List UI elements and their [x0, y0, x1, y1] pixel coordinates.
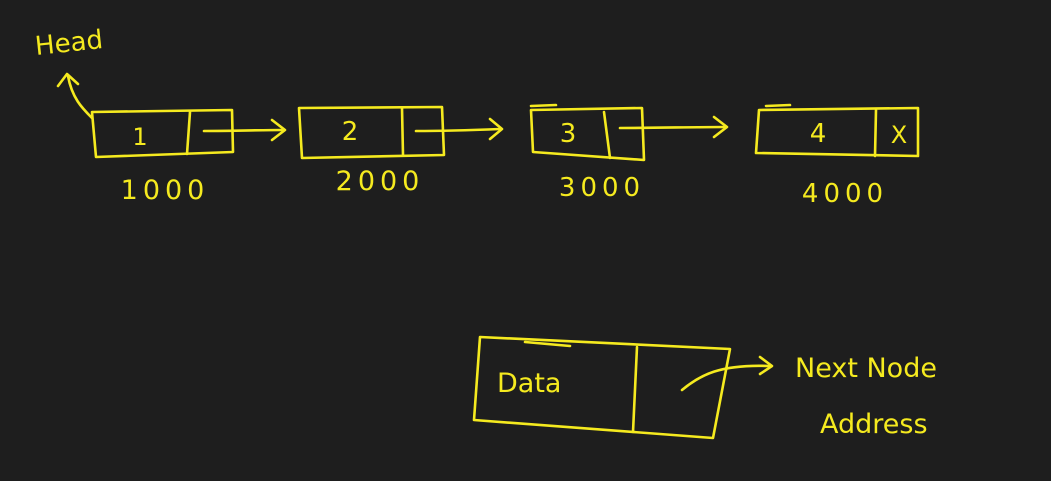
node-2-box [297, 105, 446, 160]
node-2-divider [400, 106, 405, 157]
node-4-address: 4000 [802, 179, 888, 209]
node-3-box [529, 106, 646, 162]
node-4: 4 X 4000 [754, 103, 920, 209]
node-2: 2 2000 [297, 105, 446, 197]
node-3-address: 3000 [559, 173, 645, 203]
node-1-address: 1000 [121, 175, 210, 206]
node-1: 1 1000 [90, 108, 235, 206]
node-4-overline [764, 103, 792, 108]
node-3-divider [602, 110, 612, 160]
node-4-divider [873, 108, 878, 158]
arrow-3-to-4 [618, 115, 729, 139]
node-1-divider [185, 110, 192, 156]
legend-node: Data Next Node Address [472, 335, 937, 440]
node-3-data: 3 [560, 119, 577, 149]
head-arrow [56, 72, 94, 120]
node-1-box [90, 108, 235, 159]
node-4-null: X [891, 121, 907, 149]
legend-box [472, 335, 732, 440]
legend-next-label-line2: Address [820, 409, 928, 440]
node-4-box [754, 106, 920, 158]
node-1-data: 1 [132, 123, 147, 151]
legend-next-arrow [680, 364, 772, 392]
legend-divider [631, 345, 639, 434]
legend-overline [523, 340, 572, 348]
head-label: Head [34, 25, 105, 62]
arrow-2-to-3 [414, 117, 504, 141]
node-3: 3 3000 [529, 103, 646, 203]
node-4-data: 4 [810, 119, 827, 149]
arrow-1-to-2 [202, 118, 287, 142]
legend-data-label: Data [497, 368, 561, 399]
node-2-address: 2000 [336, 166, 425, 197]
legend-next-label-line1: Next Node [795, 353, 937, 384]
node-3-overline [529, 103, 558, 108]
legend-next-arrowhead [758, 355, 774, 376]
node-2-data: 2 [342, 117, 359, 147]
